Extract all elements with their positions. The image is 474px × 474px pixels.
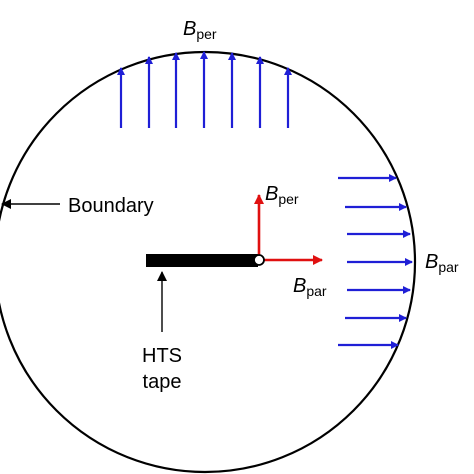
right-field-arrows — [338, 174, 413, 349]
top-field-label: Bper — [183, 18, 217, 42]
vector-per-label: Bper — [265, 183, 299, 207]
tape-label-line1: HTS — [142, 345, 182, 367]
tape-label-line2: tape — [143, 371, 182, 393]
right-field-label: Bpar — [425, 251, 459, 275]
hts-tape — [146, 254, 258, 267]
top-field-arrows — [117, 51, 292, 128]
boundary-label: Boundary — [68, 195, 154, 217]
origin-dot — [253, 254, 265, 266]
vector-par-label: Bpar — [293, 275, 327, 299]
